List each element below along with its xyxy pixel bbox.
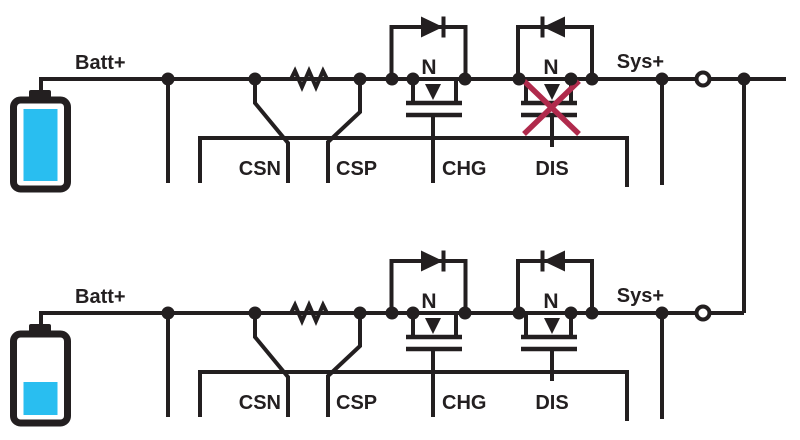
pin-label-dis: DIS	[535, 392, 568, 414]
diode-icon	[540, 250, 565, 272]
sys-plus-label: Sys+	[617, 51, 664, 73]
pin-label-csn: CSN	[239, 392, 281, 414]
discharge-mosfet: N	[516, 250, 594, 381]
junction-dots	[161, 306, 669, 320]
batt-plus-label: Batt+	[75, 52, 126, 74]
pin-label-csp: CSP	[336, 392, 377, 414]
csn-trace	[253, 79, 290, 183]
csp-trace	[326, 79, 362, 183]
connector-node-icon	[694, 304, 712, 322]
diode-icon	[421, 16, 446, 38]
pin-label-csn: CSN	[239, 158, 281, 180]
diode-icon	[540, 16, 565, 38]
csp-trace	[326, 313, 362, 417]
fault-x-icon	[522, 79, 581, 136]
circuit-2: Batt+ N	[10, 250, 744, 427]
channel-type-label: N	[543, 290, 558, 313]
sense-resistor	[255, 300, 360, 326]
battery-charge-level	[23, 382, 58, 415]
nchannel-arrow-icon	[544, 318, 560, 334]
pin-label-csp: CSP	[336, 158, 377, 180]
charge-mosfet: N	[389, 250, 468, 417]
batt-plus-label: Batt+	[75, 286, 126, 308]
ic-box-outline	[198, 136, 629, 187]
csn-trace	[253, 313, 290, 417]
circuit-1: Batt+ N	[10, 16, 786, 193]
connector-node-icon	[694, 70, 712, 88]
channel-type-label: N	[543, 56, 558, 79]
battery-low-icon	[10, 324, 71, 427]
diode-icon	[421, 250, 446, 272]
pin-label-chg: CHG	[442, 392, 486, 414]
battery-full-icon	[10, 90, 71, 193]
ic-box-outline	[198, 370, 629, 421]
channel-type-label: N	[421, 56, 436, 79]
battery-charge-level	[23, 109, 58, 181]
sys-plus-label: Sys+	[617, 285, 664, 307]
junction-dots	[161, 72, 751, 86]
nchannel-arrow-icon	[425, 318, 441, 334]
sense-resistor	[255, 66, 360, 92]
channel-type-label: N	[421, 290, 436, 313]
pin-label-chg: CHG	[442, 158, 486, 180]
nchannel-arrow-icon	[544, 84, 560, 100]
pin-label-dis: DIS	[535, 158, 568, 180]
nchannel-arrow-icon	[425, 84, 441, 100]
